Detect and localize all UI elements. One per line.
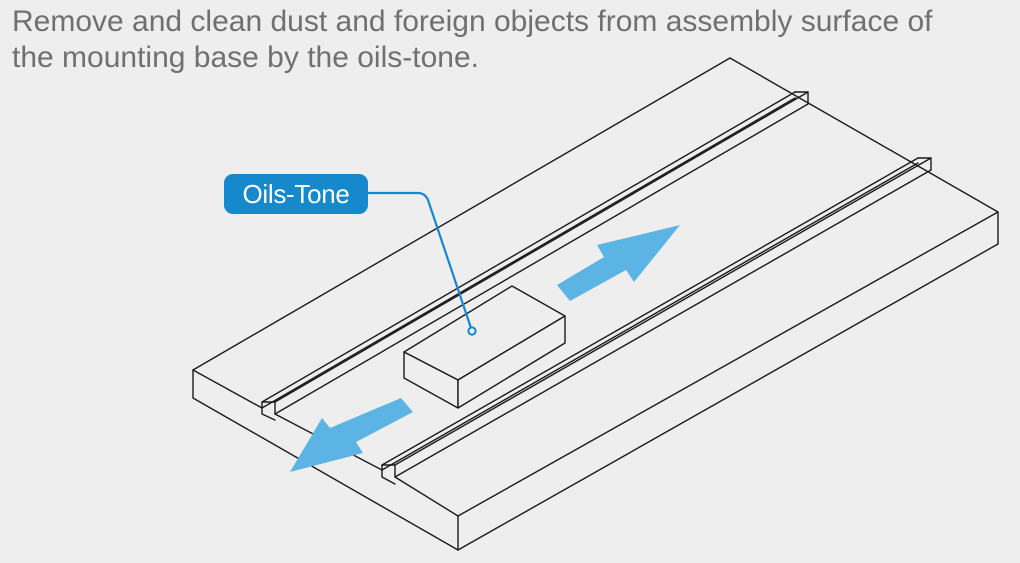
mounting-base xyxy=(192,57,999,551)
guide-rail-front xyxy=(381,157,932,478)
callout-anchor-dot xyxy=(467,326,477,336)
instruction-text: Remove and clean dust and foreign object… xyxy=(12,4,1012,76)
instruction-line-1: Remove and clean dust and foreign object… xyxy=(12,5,933,38)
oils-tone-block xyxy=(403,285,566,409)
guide-rail-back xyxy=(261,91,809,415)
instruction-line-2: the mounting base by the oils-tone. xyxy=(12,41,479,74)
arrow-down-left-icon xyxy=(290,398,413,472)
callout-leader-line xyxy=(368,191,474,332)
arrow-up-right-icon xyxy=(557,225,680,301)
oils-tone-label: Oils-Tone xyxy=(224,174,368,214)
